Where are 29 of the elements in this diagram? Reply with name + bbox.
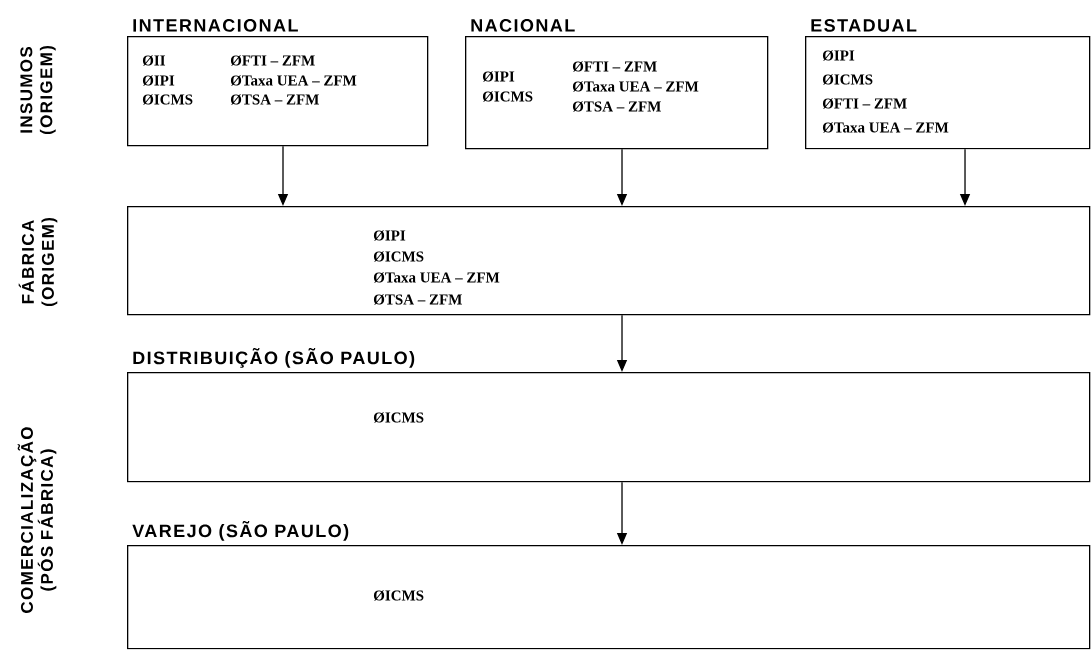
node-label: ØFTI – ZFM xyxy=(822,98,907,109)
node-label: ØTSA – ZFM xyxy=(230,94,319,105)
node-label: ØTSA – ZFM xyxy=(572,101,661,112)
stage-heading: INTERNACIONAL xyxy=(133,19,298,32)
section-label: FÁBRICA (ORIGEM) xyxy=(18,217,58,307)
node-label: ØICMS xyxy=(822,74,873,85)
node-label: ØTaxa UEA – ZFM xyxy=(230,75,357,86)
tax-box: ØIPI ØICMS ØFTI – ZFM ØTaxa UEA – ZFM xyxy=(805,36,1091,150)
stage-heading: VAREJO (SÃO PAULO) xyxy=(132,521,349,541)
section-label: INSUMOS (ORIGEM) xyxy=(20,45,56,135)
node-label: ØIPI xyxy=(822,50,855,61)
stage-heading: DISTRIBUIÇÃO (SÃO PAULO) xyxy=(133,348,415,368)
node-label: ØFTI – ZFM xyxy=(230,55,315,66)
node-label: ØII xyxy=(142,55,166,66)
tax-box: ØIPI ØICMS ØFTI – ZFM ØTaxa UEA – ZFM ØTSA – ZFM xyxy=(465,36,769,150)
node-label: ØTaxa UEA – ZFM xyxy=(572,81,699,92)
tax-box: ØICMS xyxy=(127,545,1091,650)
tax-box: ØICMS xyxy=(127,372,1091,483)
stage-heading: ESTADUAL xyxy=(811,19,917,32)
stage-heading: NACIONAL xyxy=(471,19,575,32)
tax-box: ØII ØIPI ØICMS ØFTI – ZFM ØTaxa UEA – ZFM ØTSA – ZFM xyxy=(127,36,429,147)
node-label: ØICMS xyxy=(142,94,193,105)
tax-box: ØIPI ØICMS ØTaxa UEA – ZFM ØTSA – ZFM xyxy=(127,206,1091,316)
node-label: ØIPI xyxy=(482,71,515,82)
node-label: ØICMS xyxy=(482,91,533,102)
section-label: COMERCIALIZAÇÃO (PÓS FÁBRICA) xyxy=(17,427,57,613)
node-label: ØIPI xyxy=(142,75,175,86)
node-label: ØFTI – ZFM xyxy=(572,61,657,72)
node-label: ØTaxa UEA – ZFM xyxy=(822,122,949,133)
